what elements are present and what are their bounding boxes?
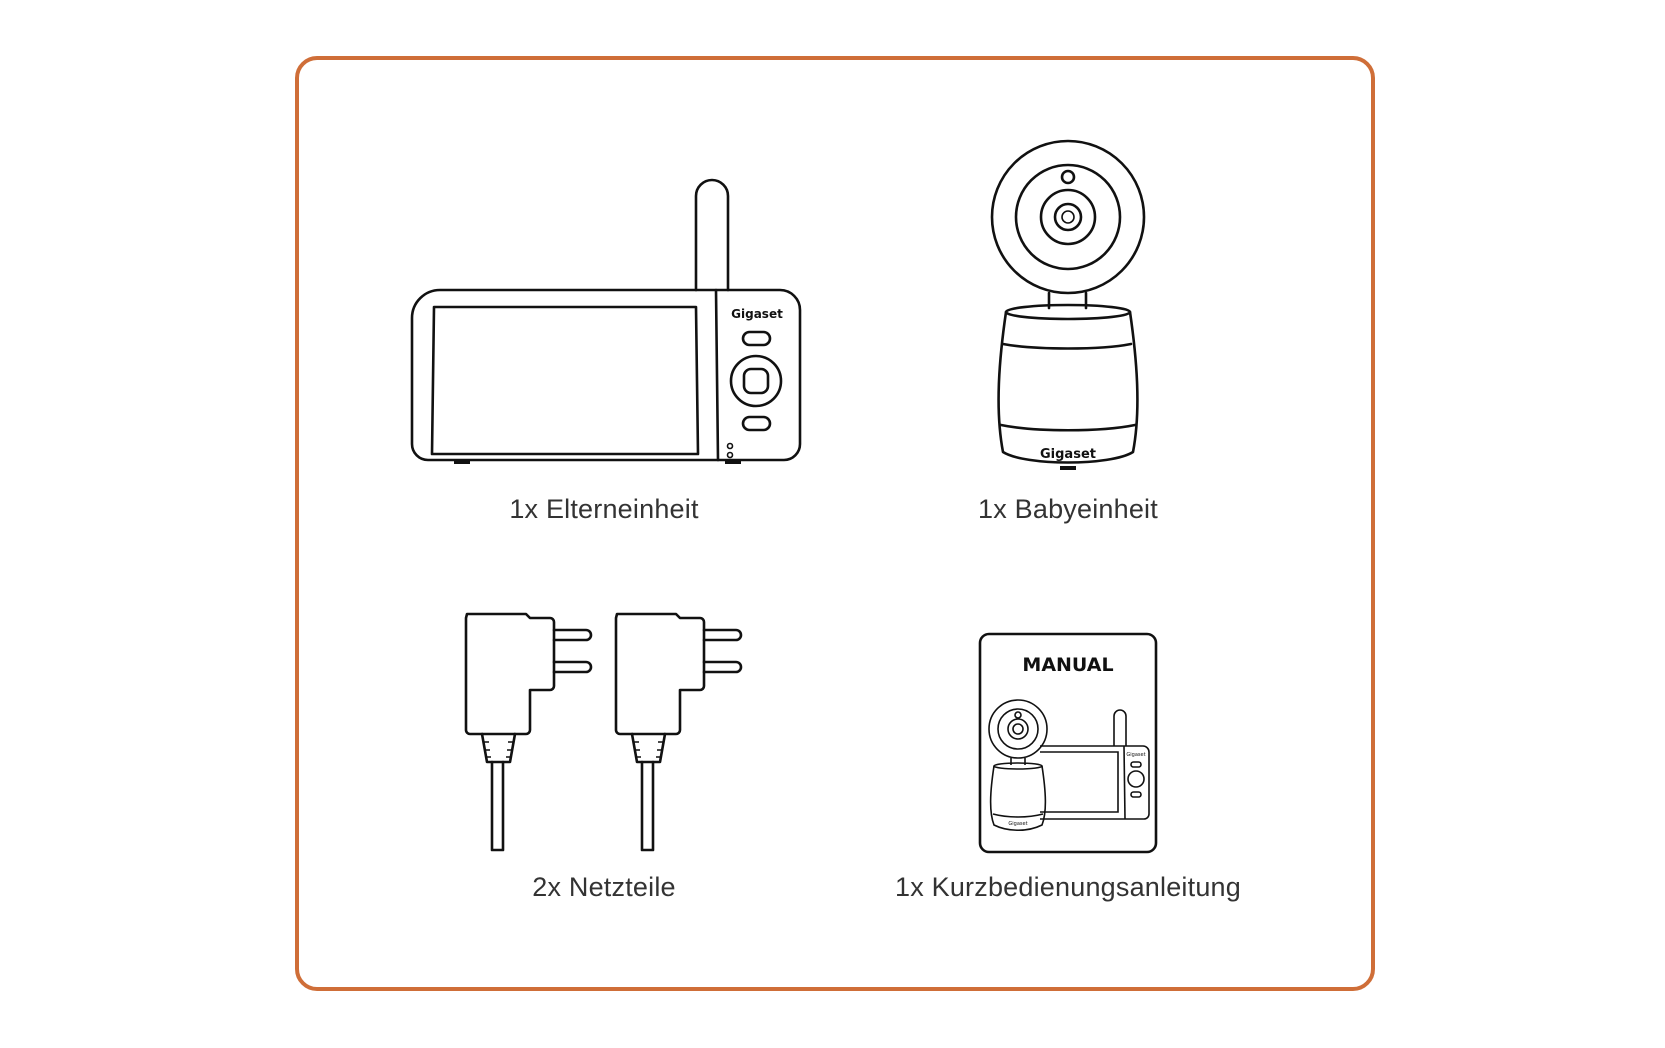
svg-text:Gigaset: Gigaset: [731, 307, 783, 321]
svg-text:MANUAL: MANUAL: [1022, 654, 1113, 676]
baby-unit-camera-icon: Gigaset: [990, 139, 1146, 470]
item-label-parent-unit: 1x Elterneinheit: [509, 494, 699, 524]
item-label-baby-unit: 1x Babyeinheit: [978, 494, 1158, 524]
item-label-quick-guide: 1x Kurzbedienungsanleitung: [895, 872, 1241, 902]
parent-unit-monitor-icon: Gigaset: [410, 178, 802, 464]
power-adapter-icon: [464, 612, 743, 852]
svg-text:Gigaset: Gigaset: [1008, 821, 1027, 827]
manual-booklet-icon: MANUAL Gigaset Gigaset: [978, 632, 1158, 854]
svg-text:Gigaset: Gigaset: [1126, 752, 1145, 758]
svg-text:Gigaset: Gigaset: [1040, 447, 1096, 462]
contents-frame: [295, 56, 1375, 991]
item-label-power-adapters: 2x Netzteile: [532, 872, 676, 902]
